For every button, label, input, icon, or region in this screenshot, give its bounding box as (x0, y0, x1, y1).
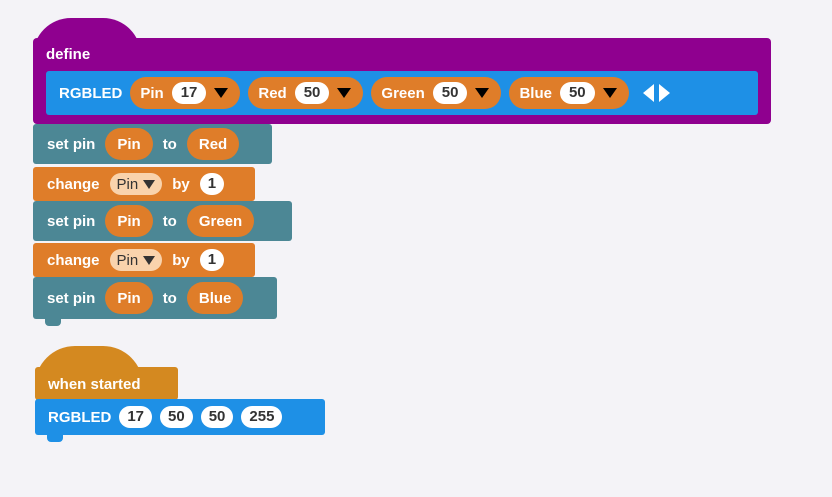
change-var-block[interactable]: change Pin by 1 (33, 243, 255, 277)
param-green[interactable]: Green 50 (371, 77, 502, 109)
arg-input[interactable]: 17 (119, 406, 153, 428)
amount-input[interactable]: 1 (199, 173, 225, 195)
when-started-label: when started (48, 376, 141, 393)
set-pin-block[interactable]: set pin Pin to Blue (33, 277, 277, 319)
variable-dropdown[interactable]: Pin (109, 249, 163, 271)
reporter-label: Pin (117, 289, 141, 307)
when-started-block[interactable] (35, 367, 178, 400)
function-signature-block[interactable]: RGBLED Pin 17 Red 50 Green 50 Blue 50 (46, 71, 758, 115)
red-reporter[interactable]: Red (186, 128, 240, 160)
add-param-icon[interactable] (658, 84, 670, 102)
block-notch (45, 319, 61, 326)
param-name: Red (258, 84, 287, 102)
dropdown-arrow-icon[interactable] (337, 88, 352, 98)
set-pin-block[interactable]: set pin Pin to Green (33, 201, 292, 241)
param-pin[interactable]: Pin 17 (130, 77, 241, 109)
param-default-value[interactable]: 50 (294, 82, 330, 104)
blue-reporter[interactable]: Blue (186, 282, 244, 314)
reporter-label: Blue (198, 289, 232, 307)
dropdown-arrow-icon[interactable] (143, 179, 156, 189)
param-red[interactable]: Red 50 (248, 77, 364, 109)
change-keyword: change (47, 251, 100, 269)
green-reporter[interactable]: Green (186, 205, 255, 237)
param-name: Blue (519, 84, 552, 102)
param-default-value[interactable]: 17 (171, 82, 207, 104)
rgbled-call-block[interactable]: RGBLED 17 50 50 255 (35, 399, 325, 435)
amount-input[interactable]: 1 (199, 249, 225, 271)
dropdown-arrow-icon[interactable] (143, 255, 156, 265)
set-pin-keyword: set pin (47, 135, 96, 153)
remove-param-icon[interactable] (642, 84, 654, 102)
param-name: Green (381, 84, 425, 102)
pin-reporter[interactable]: Pin (105, 282, 153, 314)
set-pin-keyword: set pin (47, 289, 96, 307)
set-pin-keyword: set pin (47, 212, 96, 230)
reporter-label: Pin (117, 212, 141, 230)
reporter-label: Red (198, 135, 228, 153)
by-keyword: by (172, 175, 190, 193)
param-add-remove-arrows[interactable] (642, 84, 670, 102)
reporter-label: Pin (117, 135, 141, 153)
block-notch (47, 435, 63, 442)
arg-input[interactable]: 255 (241, 406, 283, 428)
to-keyword: to (162, 212, 177, 230)
pin-reporter[interactable]: Pin (105, 128, 153, 160)
function-name: RGBLED (59, 84, 123, 102)
pin-reporter[interactable]: Pin (105, 205, 153, 237)
by-keyword: by (172, 251, 190, 269)
dropdown-arrow-icon[interactable] (214, 88, 229, 98)
variable-name: Pin (116, 251, 139, 269)
param-default-value[interactable]: 50 (559, 82, 595, 104)
change-keyword: change (47, 175, 100, 193)
call-function-name: RGBLED (48, 408, 112, 426)
dropdown-arrow-icon[interactable] (602, 88, 617, 98)
param-name: Pin (140, 84, 164, 102)
to-keyword: to (162, 135, 177, 153)
param-default-value[interactable]: 50 (432, 82, 468, 104)
define-label: define (46, 46, 91, 63)
dropdown-arrow-icon[interactable] (475, 88, 490, 98)
change-var-block[interactable]: change Pin by 1 (33, 167, 255, 201)
arg-input[interactable]: 50 (200, 406, 234, 428)
variable-dropdown[interactable]: Pin (109, 173, 163, 195)
reporter-label: Green (198, 212, 243, 230)
to-keyword: to (162, 289, 177, 307)
arg-input[interactable]: 50 (160, 406, 193, 428)
variable-name: Pin (116, 175, 139, 193)
set-pin-block[interactable]: set pin Pin to Red (33, 124, 272, 164)
param-blue[interactable]: Blue 50 (509, 77, 629, 109)
